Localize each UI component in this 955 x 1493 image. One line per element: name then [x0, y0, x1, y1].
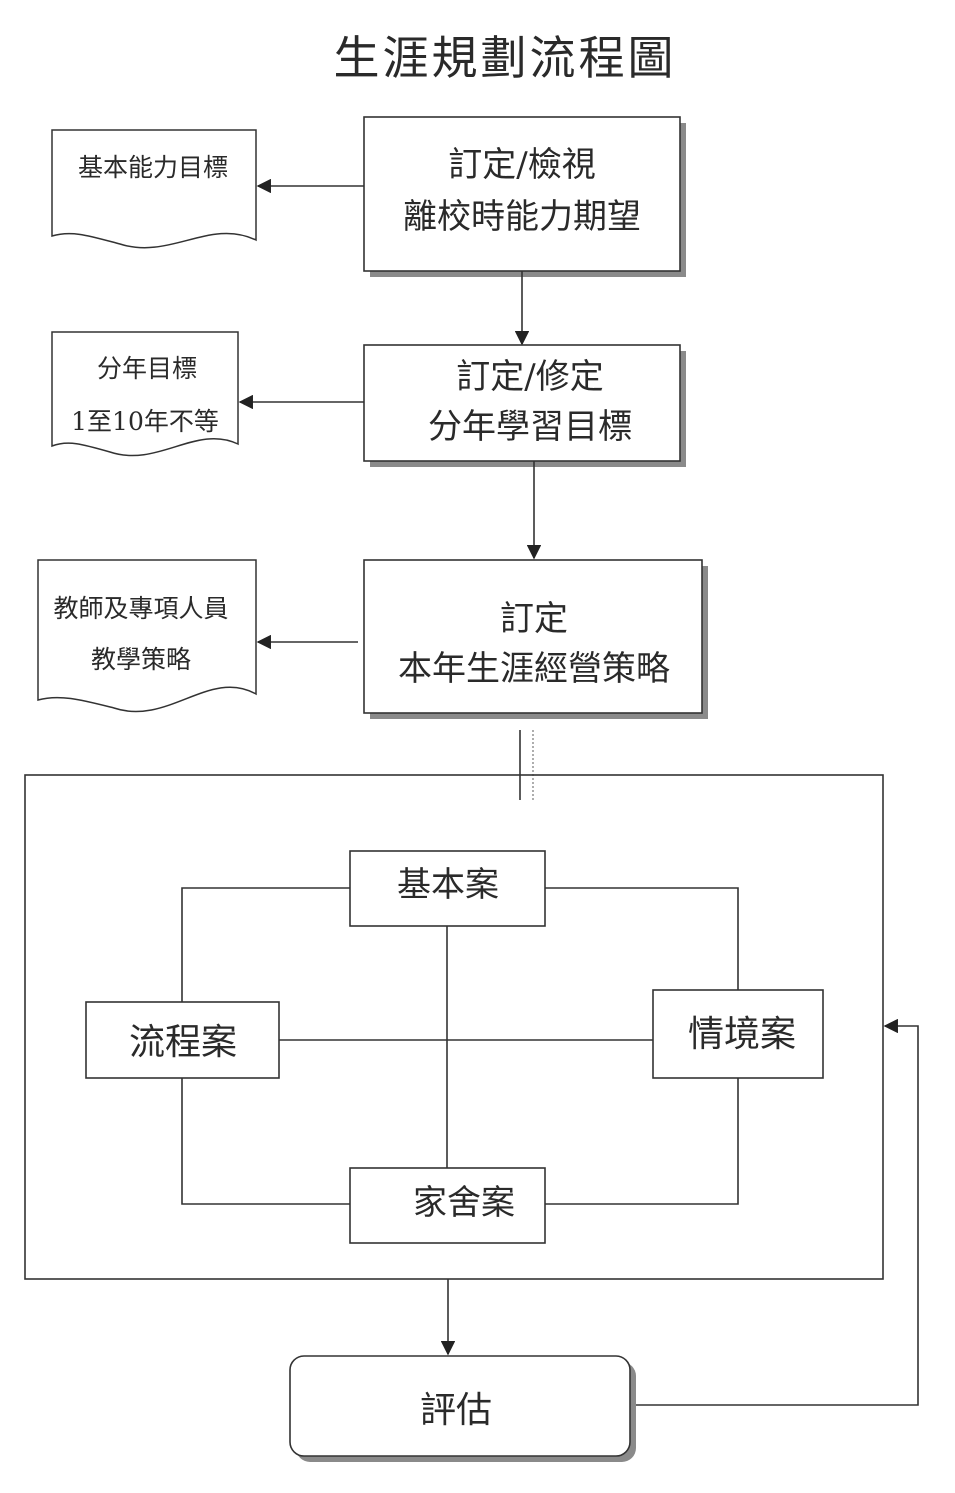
evaluation-label: 評估 — [420, 1390, 492, 1431]
step2-box: 訂定/修定 分年學習目標 — [363, 344, 686, 467]
step1-line2: 離校時能力期望 — [403, 197, 641, 237]
case-frame — [24, 774, 884, 1280]
step3-line2: 本年生涯經營策略 — [398, 649, 670, 689]
case-situation-label: 情境案 — [688, 1014, 796, 1055]
doc1-line1: 基本能力目標 — [78, 153, 228, 182]
step2-line1: 訂定/修定 — [456, 357, 603, 397]
case-process-label: 流程案 — [129, 1022, 237, 1063]
doc3-line2: 教學策略 — [91, 645, 191, 674]
page-title: 生涯規劃流程圖 — [334, 31, 677, 85]
doc3-shape: 教師及專項人員 教學策略 — [37, 559, 257, 713]
doc3-line1: 教師及專項人員 — [53, 594, 228, 623]
step1-line1: 訂定/檢視 — [448, 145, 595, 185]
case-basic-label: 基本案 — [397, 865, 499, 905]
step1-box: 訂定/檢視 離校時能力期望 — [363, 116, 686, 277]
doc2-line2: 1至10年不等 — [71, 407, 219, 436]
step3-line1: 訂定 — [500, 599, 568, 639]
case-dorm-label: 家舍案 — [413, 1183, 515, 1223]
step2-line2: 分年學習目標 — [428, 407, 632, 447]
doc1-shape: 基本能力目標 — [51, 129, 257, 249]
arrow-evaluation-feedback — [636, 1018, 919, 1406]
case-basic: 基本案 — [349, 850, 546, 927]
case-situation: 情境案 — [652, 989, 824, 1079]
case-process: 流程案 — [85, 1001, 280, 1079]
case-connector-lines — [181, 887, 739, 1205]
case-dorm: 家舍案 — [349, 1167, 546, 1244]
evaluation-box: 評估 — [289, 1355, 636, 1462]
doc2-line1: 分年目標 — [97, 354, 197, 383]
step3-box: 訂定 本年生涯經營策略 — [363, 559, 708, 719]
doc2-shape: 分年目標 1至10年不等 — [51, 331, 239, 457]
